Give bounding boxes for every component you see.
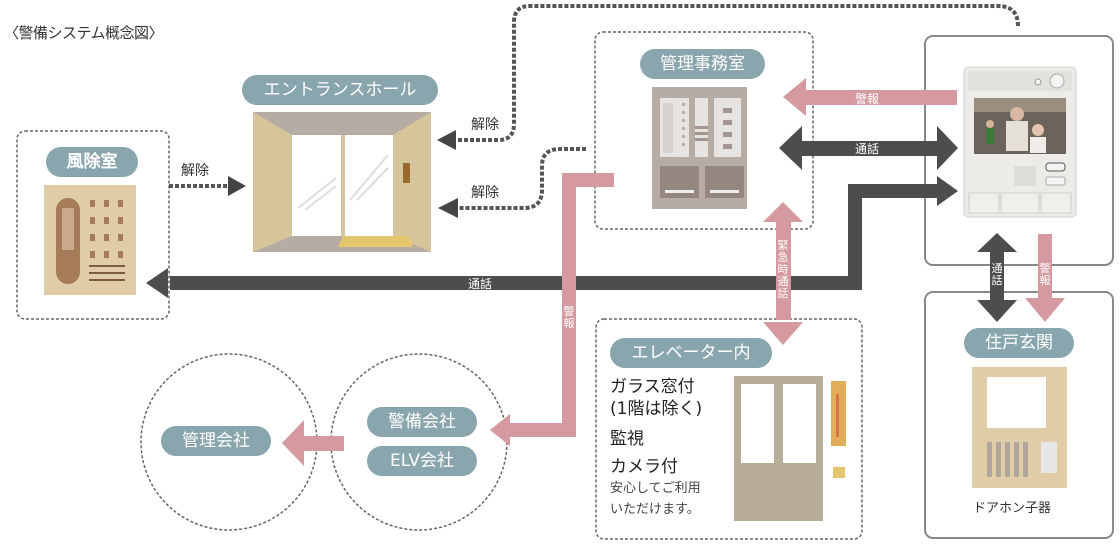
emergency-arrowhead-up [763, 202, 803, 222]
call-label-door: 通 話 [991, 262, 1003, 287]
alarm-arrowhead-door [1025, 298, 1065, 322]
release-line-top [455, 4, 1020, 142]
call-arrowhead-door-up [977, 233, 1017, 252]
alarm-label-vertical: 警 報 [563, 305, 575, 330]
elevator-door-icon [734, 376, 846, 521]
release-arrowhead-bottom [438, 198, 458, 218]
emergency-arrowhead-down [763, 322, 803, 345]
door-box [924, 291, 1114, 539]
call-arrowhead-door-down [977, 300, 1017, 322]
feature-glass-window: ガラス窓付 [610, 377, 695, 397]
windbreak-label: 風除室 [46, 147, 138, 177]
call-label-windbreak: 通話 [468, 277, 493, 291]
call-line-door [990, 250, 1004, 300]
call-line-office [800, 141, 940, 156]
alarm-arrowhead-management [282, 420, 304, 466]
emergency-call-label: 緊 急 時 通 話 [777, 239, 789, 300]
management-company-label: 管理会社 [161, 426, 271, 456]
entrance-hall-label: エントランスホール [242, 75, 438, 105]
emergency-call-line [776, 220, 791, 320]
residence-door-label: 住戸玄関 [964, 328, 1074, 358]
diagram-title: 〈警備システム概念図〉 [4, 24, 164, 42]
call-arrowhead-windbreak [146, 268, 168, 298]
elv-company-label: ELV会社 [367, 446, 477, 476]
office-control-panel-icon [652, 87, 747, 209]
release-arrowhead-windbreak [228, 176, 246, 196]
call-arrowhead-monitor [937, 176, 958, 206]
feature-monitoring: 監視 [610, 429, 644, 449]
release-label-top: 解除 [471, 117, 499, 133]
elevator-label: エレベーター内 [610, 338, 772, 368]
intercom-monitor-icon [963, 66, 1077, 218]
alarm-label-door: 警 報 [1039, 262, 1051, 287]
auto-lock-panel-icon [44, 185, 136, 295]
call-arrowhead-office-right [937, 126, 958, 170]
alarm-line-management [302, 436, 344, 451]
feature-camera: カメラ付 [610, 457, 678, 477]
elevator-features: ガラス窓付 (1階は除く) 監視 カメラ付 安心してご利用 いただけます。 [610, 376, 702, 520]
alarm-line-door [1038, 234, 1052, 300]
elevator-note-line1: 安心してご利用 [610, 481, 701, 496]
office-box [594, 31, 814, 230]
release-label-bottom: 解除 [471, 185, 499, 201]
alarm-arrowhead-company [490, 414, 510, 446]
door-phone-icon [972, 367, 1067, 488]
release-label-windbreak: 解除 [181, 163, 209, 179]
security-company-label: 警備会社 [367, 407, 477, 437]
alarm-line-office [805, 90, 957, 105]
call-line-windbreak [170, 184, 940, 290]
feature-glass-window-note: (1階は除く) [610, 399, 703, 419]
alarm-label-office: 警報 [855, 92, 880, 106]
windbreak-box [16, 130, 170, 320]
management-office-label: 管理事務室 [640, 49, 765, 79]
call-arrowhead-office-left [779, 126, 802, 170]
release-arrowhead-top [437, 130, 456, 150]
release-line-bottom [457, 147, 586, 210]
door-phone-caption: ドアホン子器 [973, 501, 1052, 516]
elevator-note-line2: いただけます。 [610, 502, 700, 517]
entrance-hall-illustration [253, 112, 431, 252]
alarm-line-company [510, 173, 614, 437]
alarm-arrowhead-office [783, 78, 806, 116]
call-label-office: 通話 [855, 142, 880, 156]
elevator-box [595, 318, 863, 540]
contractor-circle [330, 353, 508, 531]
